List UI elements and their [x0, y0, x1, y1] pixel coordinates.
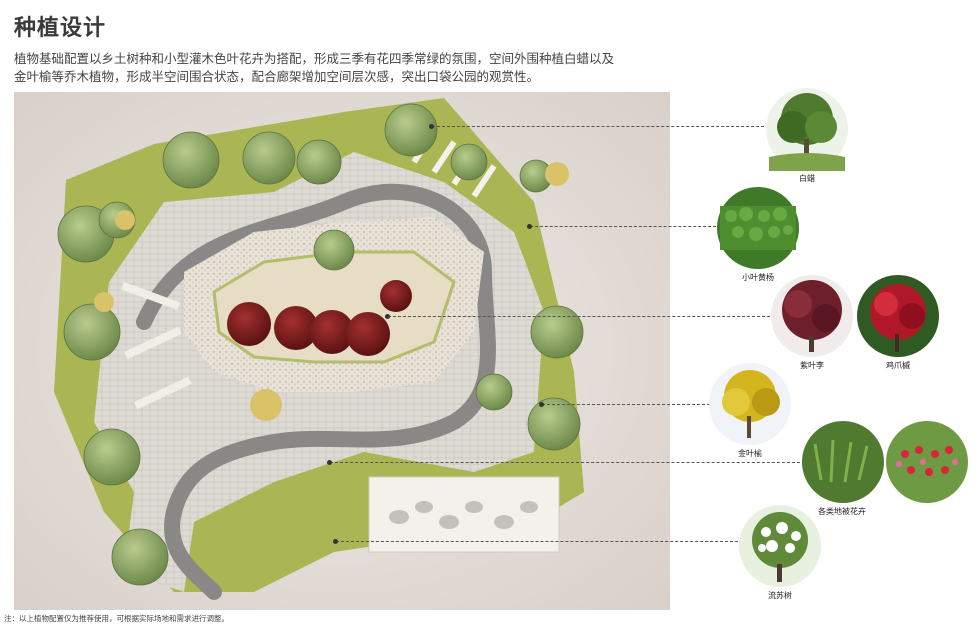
page-description: 植物基础配置以乡土树种和小型灌木色叶花卉为搭配，形成三季有花四季常绿的氛围，空间… [14, 51, 615, 84]
plant-label: 流苏树 [768, 591, 792, 600]
boxwood-hedge-photo-icon [717, 187, 799, 269]
leader-line-plum [388, 316, 770, 317]
site-plan-illustration [14, 92, 670, 610]
footer-note: 注：以上植物配置仅为推荐使用，可根据实际场地和需求进行调整。 [4, 614, 229, 623]
plant-callout-fringe: 流苏树 [738, 504, 822, 601]
ground-cover-photo-icon [802, 421, 884, 503]
plant-callout-groundcover: 各类地被花卉 [800, 420, 970, 517]
perimeter-trees [57, 103, 584, 586]
plant-label: 紫叶李 [800, 361, 824, 370]
leader-line-ash [432, 126, 764, 127]
plant-label: 白蜡 [799, 174, 815, 183]
flower-bed-photo-icon [886, 421, 968, 503]
leader-line-fringe [336, 541, 738, 542]
plant-callout-plum: 紫叶李 [770, 274, 854, 371]
entrance-steps [121, 282, 192, 410]
leader-dot-fringe [333, 539, 338, 544]
leader-dot-boxwood [527, 224, 532, 229]
golden-trees [94, 162, 569, 421]
japanese-maple-photo-icon [857, 275, 939, 357]
plant-callout-elm: 金叶榆 [708, 362, 792, 459]
leader-dot-ash [429, 124, 434, 129]
purple-leaf-plum-photo-icon [771, 275, 853, 357]
leader-dot-elm [539, 402, 544, 407]
plant-callout-ash: 白蜡 [765, 87, 849, 184]
fringe-tree-photo-icon [739, 505, 821, 587]
plant-label: 鸡爪槭 [886, 361, 910, 370]
plant-callout-maple: 鸡爪槭 [856, 274, 940, 371]
red-trees [227, 280, 412, 356]
leader-line-elm [542, 404, 710, 405]
plant-callout-boxwood: 小叶黄杨 [716, 186, 800, 283]
leader-line-boxwood [530, 226, 716, 227]
plant-label: 金叶榆 [738, 449, 762, 458]
plant-label: 小叶黄杨 [742, 273, 774, 282]
ash-tree-photo-icon [766, 88, 848, 171]
leader-line-groundcover [330, 462, 800, 463]
plant-label: 各类地被花卉 [818, 507, 866, 516]
golden-elm-photo-icon [709, 363, 791, 445]
leader-dot-plum [385, 314, 390, 319]
leader-dot-groundcover [327, 460, 332, 465]
page-title: 种植设计 [14, 16, 107, 41]
